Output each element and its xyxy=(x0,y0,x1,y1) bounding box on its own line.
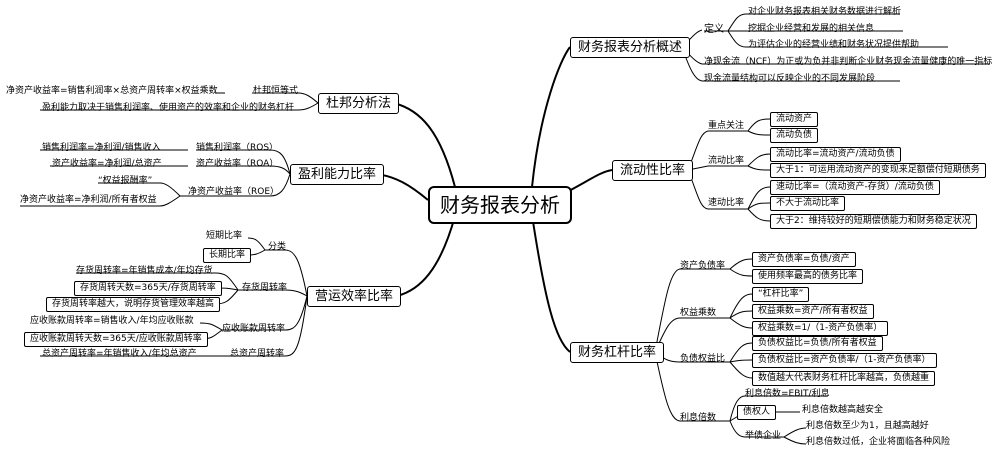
profitability-roe-label: 净资产收益率（ROE） xyxy=(188,187,280,197)
leverage-debt-ratio-item: 资产负债率=负债/资产 xyxy=(752,252,856,267)
leverage-borrower-label: 举债企业 xyxy=(745,431,782,441)
efficiency-class-item: 长期比率 xyxy=(203,248,252,263)
branch-overview: 财务报表分析概述 xyxy=(570,37,691,58)
leverage-borrower-item: 利息倍数至少为1，且越高越好 xyxy=(806,421,929,431)
leverage-debt-equity-item: 负债权益比=负债/所有者权益 xyxy=(752,336,883,351)
branch-leverage: 财务杠杆比率 xyxy=(570,342,665,363)
dupont-identity: 净资产收益率=销售利润率×总资产周转率×权益乘数 xyxy=(6,86,218,96)
overview-definition-item: 挖掘企业经营和发展的相关信息 xyxy=(748,24,875,34)
liquidity-current-item: 大于1：可运用流动资产的变现来足额偿付短期债务 xyxy=(770,163,986,178)
efficiency-class-label: 分类 xyxy=(268,242,287,252)
leverage-equity-multiplier-item: “杠杆比率” xyxy=(752,287,810,302)
liquidity-focus-label: 重点关注 xyxy=(708,121,745,131)
profitability-ros-label: 销售利润率（ROS） xyxy=(196,143,279,153)
overview-ncf: 净现金流（NCF）为正或为负并非判断企业财务现金流量健康的唯一指标 xyxy=(704,57,993,67)
branch-efficiency: 营运效率比率 xyxy=(307,286,402,307)
overview-cashflow: 现金流量结构可以反映企业的不同发展阶段 xyxy=(704,74,876,84)
leverage-equity-multiplier-item: 权益乘数=1/（1-资产负债率） xyxy=(752,321,889,336)
profitability-roa-label: 资产收益率（ROA） xyxy=(196,159,279,169)
liquidity-current-label: 流动比率 xyxy=(708,156,745,166)
branch-profitability: 盈利能力比率 xyxy=(290,164,385,185)
leverage-debt-equity-item: 数值越大代表财务杠杆比率越高，负债越重 xyxy=(752,371,936,386)
dupont-note: 盈利能力取决于销售利润率、使用资产的效率和企业的财务杠杆 xyxy=(42,103,295,113)
profitability-roe-alias: “权益报酬率” xyxy=(98,176,153,186)
efficiency-asset-label: 总资产周转率 xyxy=(230,349,285,359)
liquidity-quick-item: 不大于流动比率 xyxy=(770,196,846,211)
efficiency-inventory-item: 存货周转天数=365天/存货周转率 xyxy=(74,281,222,296)
liquidity-quick-item: 大于2：维持较好的短期偿债能力和财务稳定状况 xyxy=(770,214,977,229)
branch-liquidity: 流动性比率 xyxy=(612,160,694,181)
leverage-interest-label: 利息倍数 xyxy=(680,413,717,423)
efficiency-receivable-item: 应收账款周转天数=365天/应收账款周转率 xyxy=(24,332,208,347)
leverage-debt-ratio-item: 使用频率最高的债务比率 xyxy=(752,269,864,284)
overview-definition-label: 定义 xyxy=(704,24,724,35)
overview-definition-item: 为评估企业的经营业绩和财务状况提供帮助 xyxy=(748,40,920,50)
liquidity-focus-item: 流动资产 xyxy=(770,112,819,127)
root-topic: 财务报表分析 xyxy=(428,186,572,224)
leverage-debt-ratio-label: 资产负债率 xyxy=(680,261,726,271)
profitability-roe-formula: 净资产收益率=净利润/所有者权益 xyxy=(20,195,157,205)
leverage-creditor-label: 债权人 xyxy=(737,405,777,420)
leverage-debt-equity-label: 负债权益比 xyxy=(680,354,726,364)
efficiency-receivable-label: 应收账款周转率 xyxy=(222,324,286,334)
leverage-creditor-item: 利息倍数越高越安全 xyxy=(802,405,884,415)
efficiency-inventory-label: 存货周转率 xyxy=(242,283,288,293)
efficiency-inventory-item: 存货周转率越大，说明存货管理效率越高 xyxy=(46,297,221,312)
liquidity-quick-label: 速动比率 xyxy=(708,198,745,208)
leverage-interest-formula: 利息倍数=EBIT/利息 xyxy=(745,389,830,399)
efficiency-class-item: 短期比率 xyxy=(206,231,243,241)
leverage-equity-multiplier-item: 权益乘数=资产/所有者权益 xyxy=(752,304,874,319)
profitability-roa-formula: 资产收益率=净利润/总资产 xyxy=(52,159,162,169)
liquidity-quick-item: 速动比率=（流动资产-存货）/流动负债 xyxy=(770,180,940,195)
leverage-borrower-item: 利息倍数过低，企业将面临各种风险 xyxy=(806,437,951,447)
leverage-debt-equity-item: 负债权益比=资产负债率/（1-资产负债率） xyxy=(752,353,937,368)
profitability-ros-formula: 销售利润率=净利润/销售收入 xyxy=(42,143,161,153)
liquidity-current-item: 流动比率=流动资产/流动负债 xyxy=(770,147,901,162)
efficiency-inventory-item: 存货周转率=年销售成本/年均存货 xyxy=(76,266,213,276)
efficiency-asset-formula: 总资产周转率=年销售收入/年均总资产 xyxy=(42,349,197,359)
dupont-identity-label: 杜邦恒等式 xyxy=(253,86,299,96)
liquidity-focus-item: 流动负债 xyxy=(770,128,819,143)
efficiency-receivable-item: 应收账款周转率=销售收入/年均应收账款 xyxy=(30,316,194,326)
overview-definition-item: 对企业财务报表相关财务数据进行解析 xyxy=(748,7,902,17)
branch-dupont: 杜邦分析法 xyxy=(318,93,400,114)
leverage-equity-multiplier-label: 权益乘数 xyxy=(680,308,717,318)
